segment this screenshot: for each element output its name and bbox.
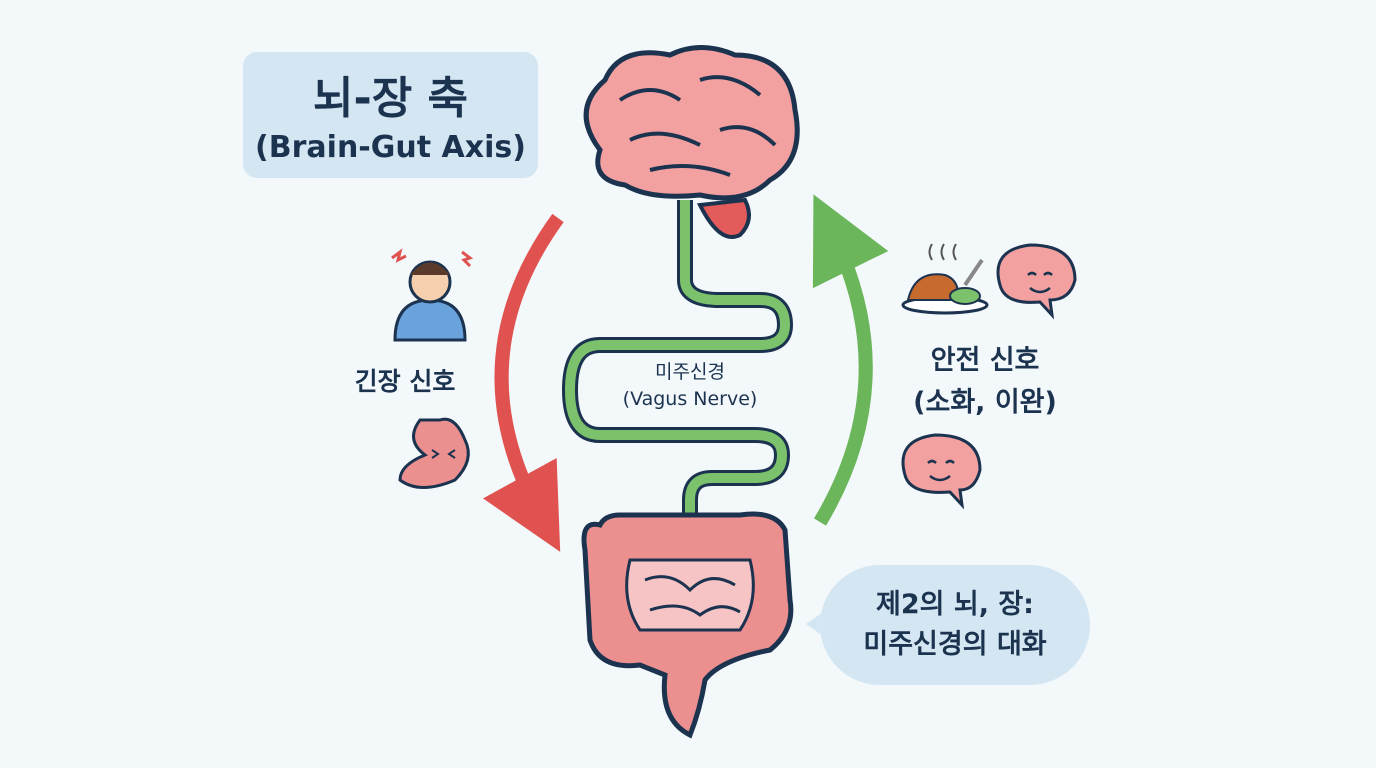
bubble-line-1: 제2의 뇌, 장:	[875, 589, 1034, 620]
title-korean: 뇌-장 축	[312, 73, 469, 124]
vagus-nerve-label-korean: 미주신경	[655, 361, 725, 383]
smiling-brain-icon	[901, 433, 982, 510]
title-box: 뇌-장 축 (Brain-Gut Axis)	[243, 52, 538, 178]
happy-brain-icon	[996, 243, 1077, 320]
stress-arrow	[482, 213, 564, 552]
stressed-person-icon	[391, 248, 474, 342]
safety-signal-label: 안전 신호	[930, 345, 1040, 376]
brain-icon	[583, 45, 800, 239]
safety-arrow	[812, 194, 889, 526]
speech-bubble: 제2의 뇌, 장: 미주신경의 대화	[820, 565, 1090, 685]
upset-stomach-icon	[398, 417, 470, 489]
intestine-icon	[581, 511, 794, 739]
bubble-line-2: 미주신경의 대화	[863, 629, 1047, 660]
safety-signal-detail: (소화, 이완)	[913, 387, 1057, 418]
title-english: (Brain-Gut Axis)	[255, 130, 526, 165]
meal-plate-icon	[901, 243, 989, 315]
stress-signal-label: 긴장 신호	[354, 367, 456, 396]
vagus-nerve-label-english: (Vagus Nerve)	[622, 388, 758, 410]
